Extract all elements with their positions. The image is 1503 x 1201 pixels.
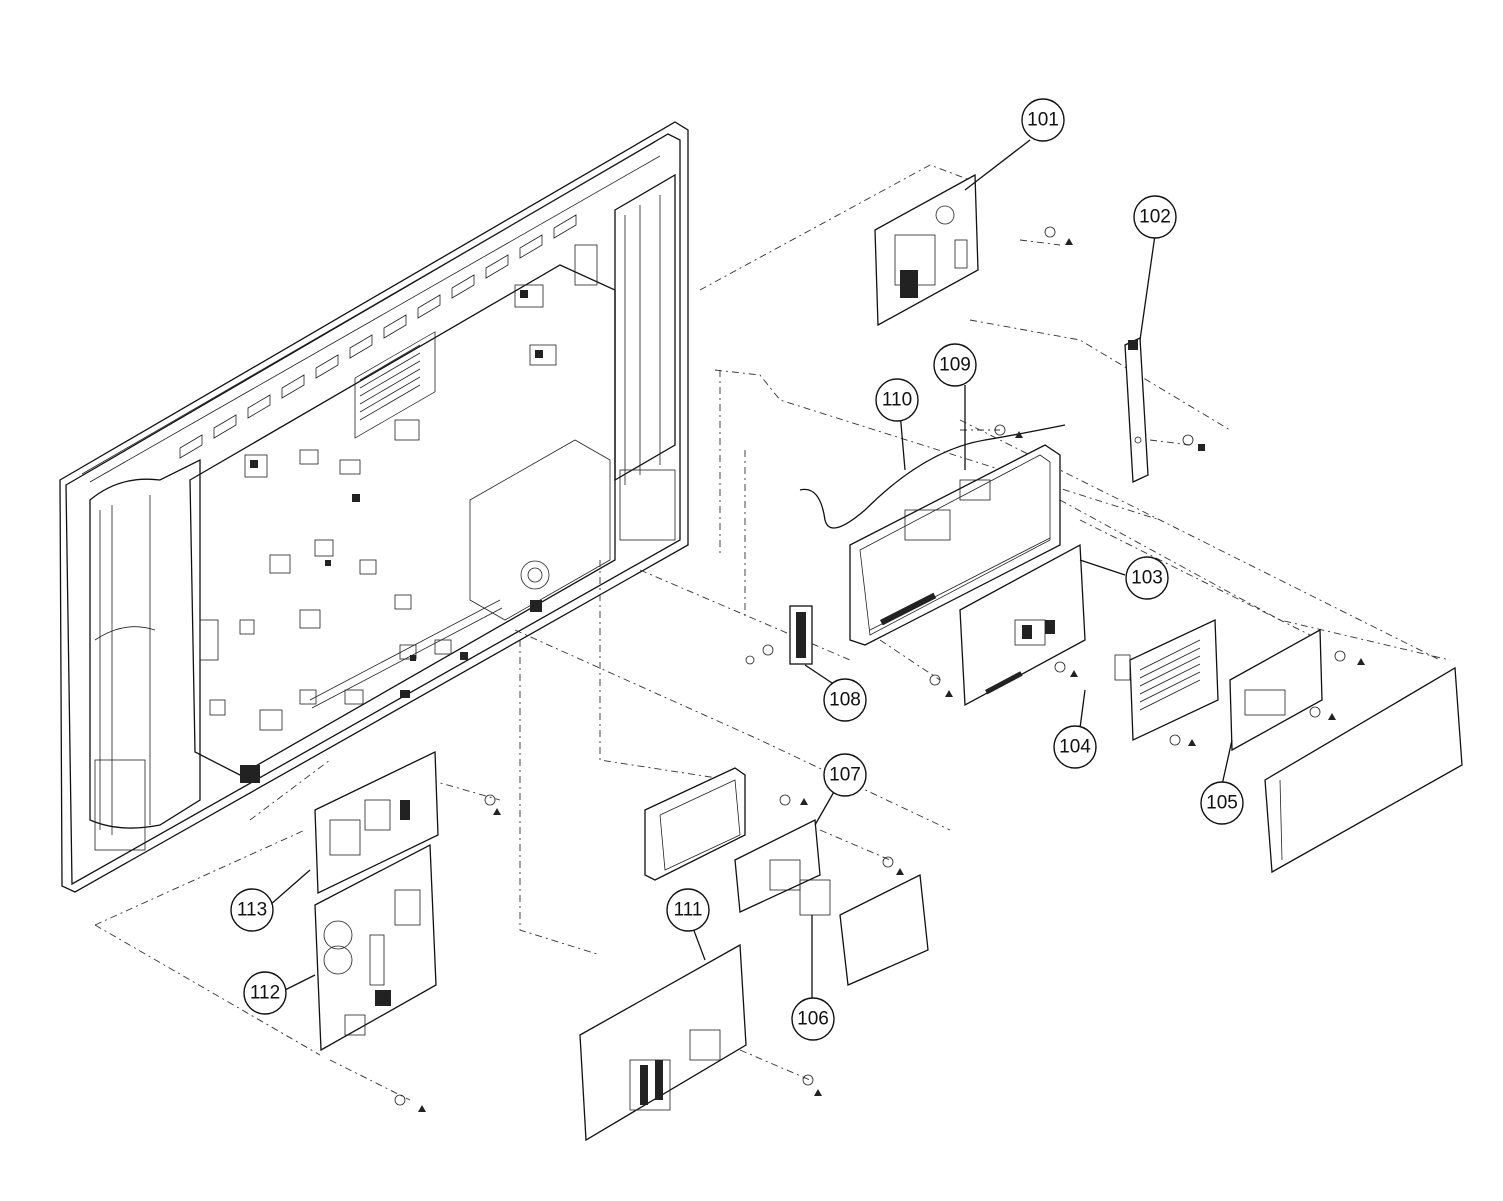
part-102-bracket: [1124, 234, 1156, 483]
part-109-shield: [849, 385, 1061, 646]
callout-102: 102: [1133, 195, 1177, 239]
svg-text:104: 104: [1059, 737, 1091, 758]
svg-text:105: 105: [1206, 793, 1238, 814]
svg-text:110: 110: [882, 390, 912, 411]
screws: [394, 226, 1365, 1112]
part-111-board: [579, 919, 747, 1142]
assembly-guide-lines: [94, 164, 1451, 1101]
part-108-bracket: [745, 605, 836, 686]
svg-text:109: 109: [939, 355, 971, 376]
callout-108: 108: [823, 678, 867, 722]
callout-110: 110: [875, 378, 919, 422]
part-105-card: [1221, 628, 1463, 874]
part-113-board: [269, 750, 439, 906]
svg-text:102: 102: [1139, 207, 1171, 228]
callout-107: 107: [823, 753, 867, 797]
callout-104: 104: [1053, 725, 1097, 769]
callout-112: 112: [243, 971, 287, 1015]
part-103-board: [959, 543, 1126, 707]
svg-text:101: 101: [1027, 110, 1059, 131]
callout-106: 106: [791, 997, 835, 1041]
callout-103: 103: [1125, 556, 1169, 600]
part-104-module: [1079, 618, 1219, 742]
part-101-board: [874, 139, 1031, 327]
svg-text:111: 111: [674, 900, 703, 921]
part-107-assembly: [644, 767, 929, 1000]
svg-text:103: 103: [1131, 568, 1163, 589]
main-chassis: [59, 121, 689, 893]
svg-text:108: 108: [829, 690, 861, 711]
part-112-board: [284, 843, 437, 1052]
callout-101: 101: [1021, 98, 1065, 142]
callout-109: 109: [933, 343, 977, 387]
svg-text:113: 113: [237, 900, 267, 921]
part-110-cable: [799, 411, 1066, 529]
svg-text:107: 107: [829, 765, 861, 786]
callout-111: 111: [666, 888, 710, 932]
svg-text:112: 112: [250, 983, 280, 1004]
callout-113: 113: [230, 888, 274, 932]
callout-105: 105: [1200, 781, 1244, 825]
svg-text:106: 106: [797, 1009, 829, 1030]
